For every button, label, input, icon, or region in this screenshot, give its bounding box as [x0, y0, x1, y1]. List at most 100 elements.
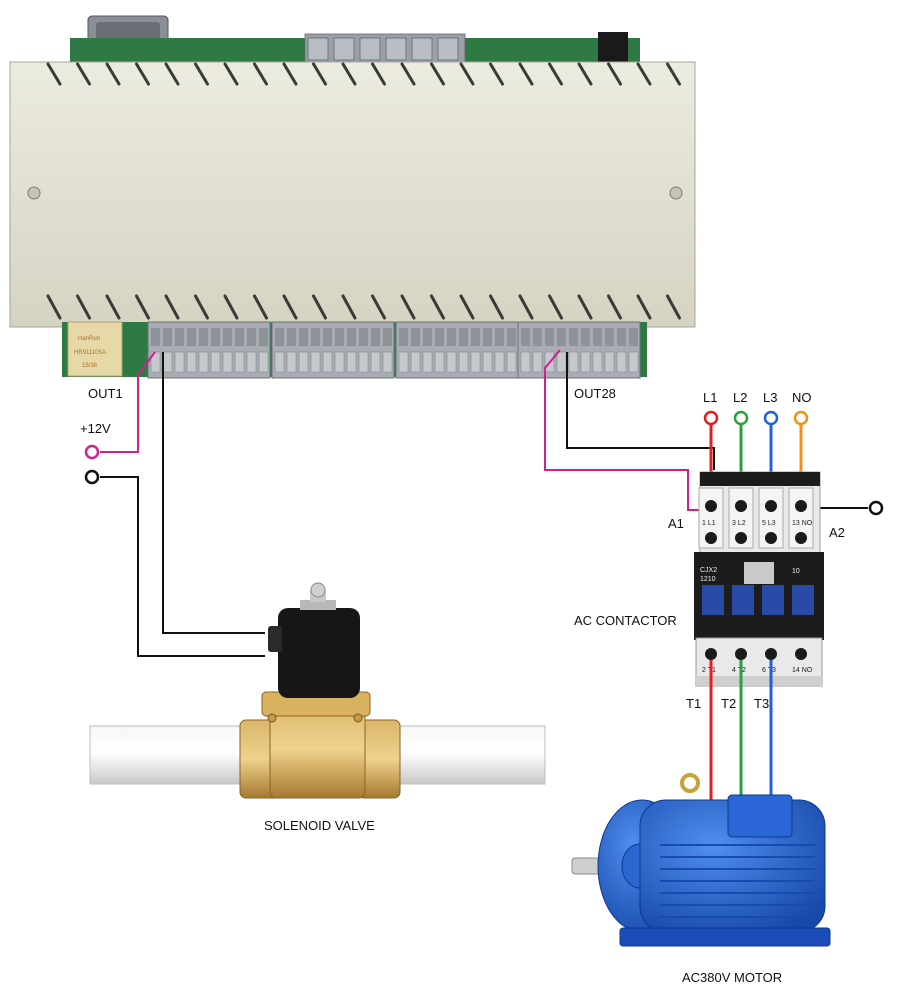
vent-slot [548, 294, 563, 320]
contactor-model-line1: CJX2 [700, 567, 717, 574]
vent-slot [194, 62, 209, 86]
terminal-lever [187, 328, 196, 346]
label-l2: L2 [733, 390, 747, 405]
vent-slot [312, 62, 327, 86]
terminal-lever [259, 328, 268, 346]
terminal-lever [617, 328, 626, 346]
terminal-lever [557, 328, 566, 346]
terminal-lever [447, 328, 456, 346]
terminal-slot [310, 351, 321, 373]
terminal-lever [569, 328, 578, 346]
terminal-slot [198, 351, 209, 373]
terminal-lever [247, 328, 256, 346]
contactor-terminal-label: 6 T3 [762, 667, 776, 674]
vent-slot [666, 294, 681, 320]
terminal-lever [495, 328, 504, 346]
terminal-screw [765, 532, 777, 544]
housing-screw-right [669, 186, 683, 200]
vent-slot [577, 294, 593, 320]
terminal-lever [605, 328, 614, 346]
contactor-terminal-label: 13 NO [792, 520, 813, 527]
terminal-slot [410, 351, 421, 373]
dc-power-jack [598, 32, 628, 64]
output-terminal-blocks [147, 321, 641, 379]
motor-base [619, 927, 831, 947]
terminal-slot [506, 351, 517, 373]
terminal-lever [163, 328, 172, 346]
top-terminal-slot [333, 37, 355, 61]
vent-slot [223, 294, 239, 320]
ethernet-brand: HanRun [78, 336, 100, 342]
pipe-left [89, 725, 256, 785]
vent-slot [430, 62, 445, 86]
vent-slot [46, 294, 62, 320]
vent-slot [46, 62, 62, 86]
contactor-terminal-label: 1 L1 [702, 520, 716, 527]
terminal-lever [323, 328, 332, 346]
terminal-a2 [868, 500, 884, 516]
label-no: NO [792, 390, 812, 405]
terminal-screw [735, 500, 747, 512]
terminal-slot [520, 351, 531, 373]
contactor-terminal-label: 4 T2 [732, 667, 746, 674]
terminal-slot [616, 351, 627, 373]
terminal-plus12v [84, 444, 100, 460]
terminal-slot [604, 351, 615, 373]
terminal-lever [533, 328, 542, 346]
terminal-screw [735, 532, 747, 544]
label-t2: T2 [721, 696, 736, 711]
housing-screw-left [27, 186, 41, 200]
terminal-lever [593, 328, 602, 346]
solenoid-valve [89, 582, 546, 799]
terminal-lever [411, 328, 420, 346]
vent-slot [312, 294, 327, 320]
terminal-screw [795, 500, 807, 512]
label-plus12v: +12V [80, 421, 111, 436]
terminal-slot [210, 351, 221, 373]
terminal-lever [359, 328, 368, 346]
terminal-lever [223, 328, 232, 346]
terminal-lever [521, 328, 530, 346]
terminal-slot [222, 351, 233, 373]
terminal-slot [592, 351, 603, 373]
vent-slot [76, 294, 91, 320]
vent-slot [105, 62, 121, 86]
label-out1: OUT1 [88, 386, 123, 401]
terminal-ground-left [84, 469, 100, 485]
terminal-lever [199, 328, 208, 346]
terminal-lever [507, 328, 516, 346]
label-a2: A2 [829, 525, 845, 540]
vent-slot [577, 62, 593, 86]
terminal-screw [765, 500, 777, 512]
terminal-screw [705, 648, 717, 660]
vent-slot [371, 294, 386, 320]
terminal-slot [556, 351, 567, 373]
terminal-slot [246, 351, 257, 373]
vent-slot [135, 62, 150, 86]
terminal-lever [175, 328, 184, 346]
terminal-lever [383, 328, 392, 346]
vent-slot [164, 294, 180, 320]
controller-housing [9, 61, 696, 328]
terminal-lever [483, 328, 492, 346]
terminal-lever [459, 328, 468, 346]
vent-slot [666, 62, 681, 86]
terminal-no [793, 410, 809, 426]
vent-slot [341, 294, 357, 320]
terminal-screw [705, 532, 717, 544]
contactor-terminal-label: 3 L2 [732, 520, 746, 527]
vent-slot [459, 294, 475, 320]
vent-slot [489, 294, 504, 320]
terminal-slot [458, 351, 469, 373]
vent-slot [341, 62, 357, 86]
terminal-slot [580, 351, 591, 373]
label-ac-contactor: AC CONTACTOR [574, 613, 677, 628]
terminal-slot [298, 351, 309, 373]
wire-out28-coil [544, 349, 706, 511]
terminal-screw [795, 648, 807, 660]
vent-slot [253, 62, 268, 86]
terminal-slot [174, 351, 185, 373]
terminal-slot [434, 351, 445, 373]
